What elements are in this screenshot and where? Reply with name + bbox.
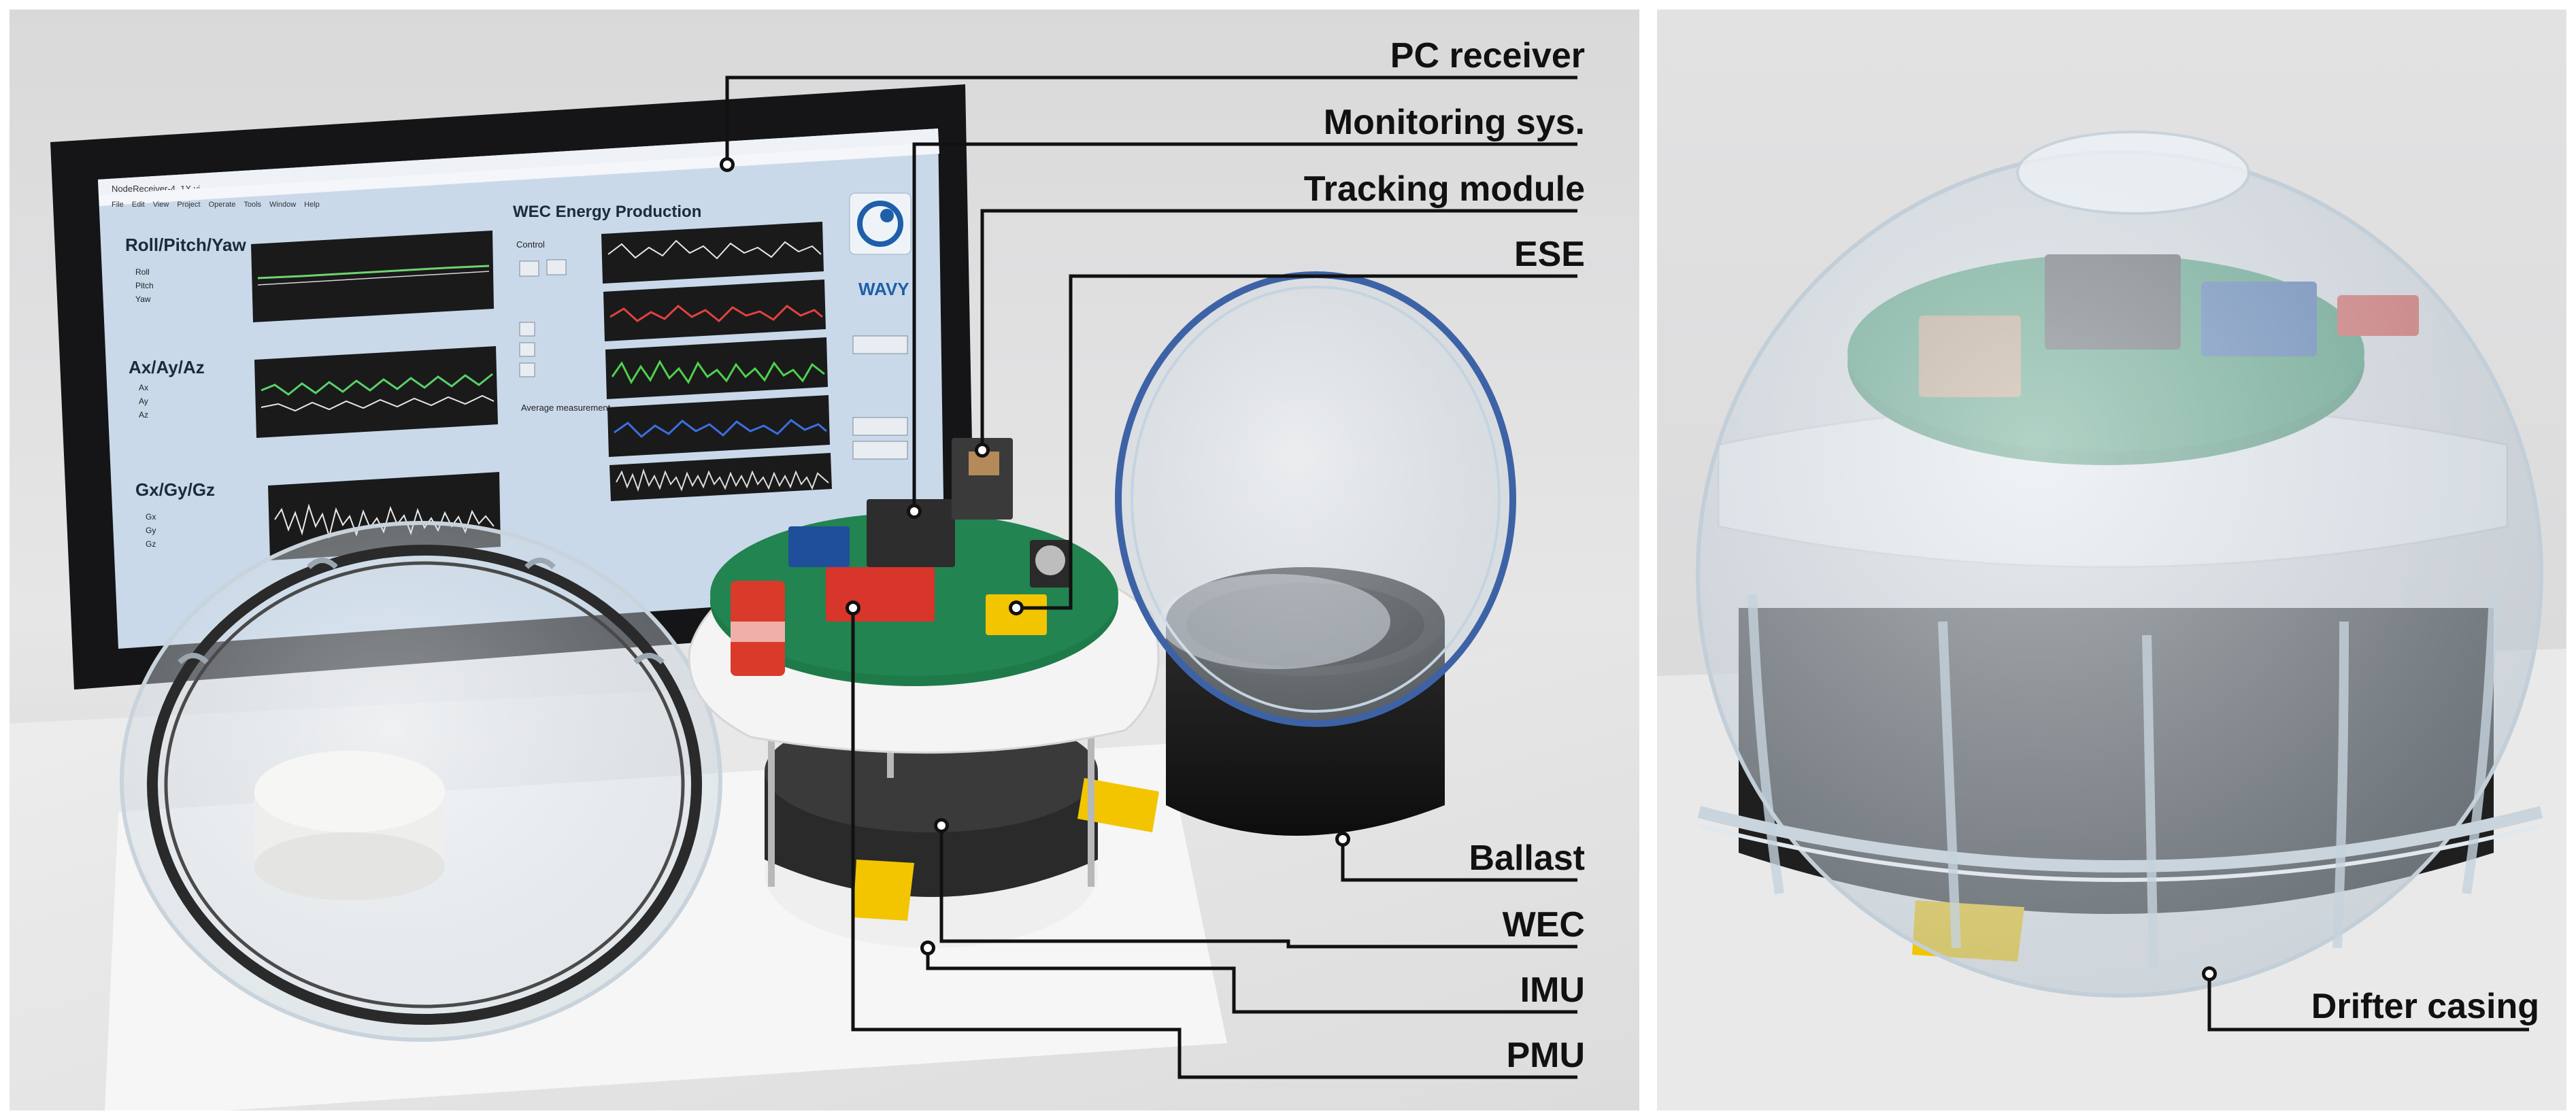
- wec-chart-4: [607, 395, 830, 457]
- svg-text:Gx: Gx: [146, 512, 156, 522]
- wavy-logo: WAVY: [849, 192, 911, 299]
- chart-acc: [254, 346, 498, 438]
- label-ese: ESE: [1513, 235, 1585, 274]
- screen-button-2[interactable]: [852, 417, 908, 436]
- svg-text:Roll: Roll: [135, 267, 150, 277]
- panel-title-acc: Ax/Ay/Az: [129, 357, 205, 377]
- legend-acc: Ax Ay Az: [139, 383, 148, 420]
- svg-text:Ay: Ay: [139, 396, 148, 406]
- label-ballast: Ballast: [1469, 838, 1585, 878]
- svg-text:Control: Control: [516, 239, 545, 250]
- label-drifter-casing: Drifter casing: [2311, 987, 2539, 1026]
- wec-chart-3: [605, 337, 828, 399]
- svg-text:Ax: Ax: [139, 383, 148, 392]
- svg-text:Average measurement: Average measurement: [521, 403, 611, 413]
- leader-line-casing: [2207, 974, 2529, 1032]
- panel-title-wec: WEC Energy Production: [513, 203, 701, 221]
- electronics-stack: [688, 438, 1160, 948]
- svg-text:Pitch: Pitch: [135, 281, 154, 290]
- wec-chart-1: [601, 222, 824, 284]
- wec-chart-5: [609, 453, 832, 501]
- svg-text:WAVY: WAVY: [858, 279, 909, 299]
- label-wec: WEC: [1502, 905, 1585, 945]
- chart-rpy: [251, 231, 494, 322]
- screen-button-3[interactable]: [852, 441, 908, 460]
- leader-lines: [725, 75, 1577, 1079]
- assembled-drifter-photo: [1657, 10, 2566, 1110]
- open-dome-right: [1115, 271, 1516, 836]
- label-monitoring-sys: Monitoring sys.: [1323, 103, 1585, 142]
- label-imu: IMU: [1520, 970, 1585, 1010]
- label-pc-receiver: PC receiver: [1390, 36, 1585, 75]
- svg-text:Yaw: Yaw: [135, 294, 151, 304]
- svg-text:Az: Az: [139, 410, 148, 420]
- open-dome-left: [120, 521, 722, 1042]
- svg-text:Gz: Gz: [146, 539, 156, 549]
- control-column: Control Average measurement: [516, 239, 611, 413]
- legend-gyro: Gx Gy Gz: [146, 512, 156, 549]
- assembled-drifter-panel: Drifter casing: [1657, 10, 2566, 1110]
- screen-button-1[interactable]: [852, 335, 908, 354]
- svg-text:Gy: Gy: [146, 526, 156, 535]
- legend-rpy: Roll Pitch Yaw: [135, 267, 154, 304]
- drifter-sphere: [1696, 131, 2543, 998]
- label-tracking-module: Tracking module: [1303, 169, 1585, 209]
- leader-dots: [720, 157, 1350, 955]
- panel-title-gyro: Gx/Gy/Gz: [135, 479, 215, 500]
- label-pmu: PMU: [1506, 1036, 1585, 1075]
- panel-title-rpy: Roll/Pitch/Yaw: [125, 235, 246, 255]
- wec-chart-2: [603, 279, 826, 341]
